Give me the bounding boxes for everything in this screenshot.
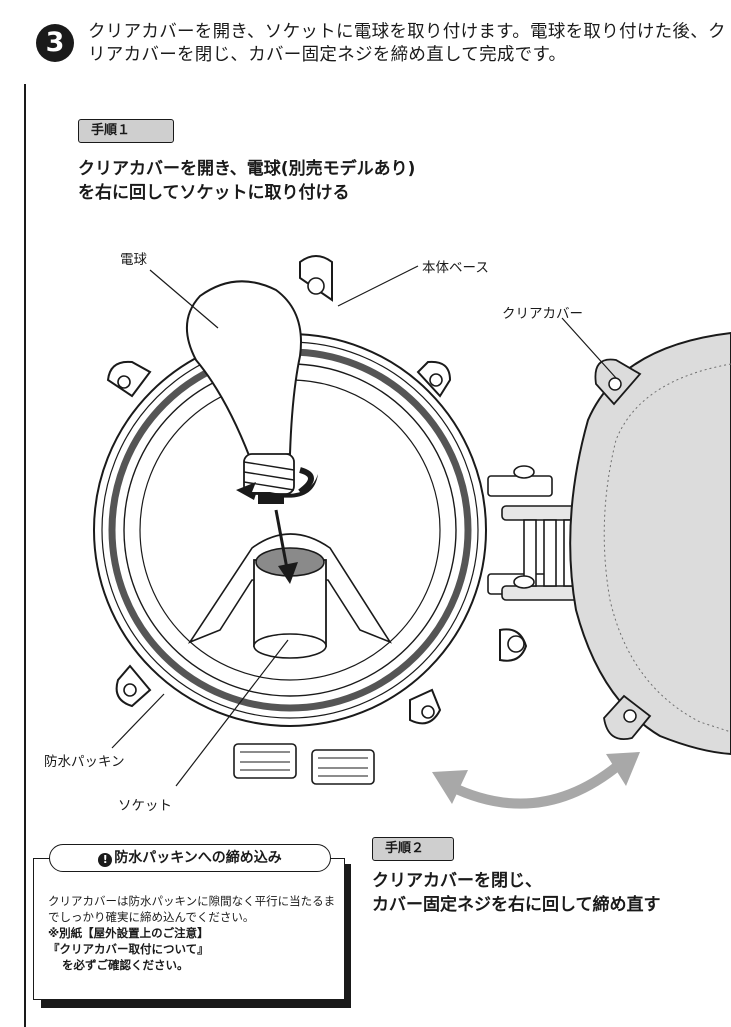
bulb-label: 電球 [120, 252, 147, 268]
note-body: クリアカバーは防水パッキンに隙間なく平行に当たるまでしっかり確実に締め込んでくだ… [48, 893, 338, 973]
rotate-right-arrow-body [298, 467, 314, 495]
packing-label: 防水パッキン [44, 754, 125, 770]
clear-cover [569, 331, 731, 756]
base-label: 本体ベース [422, 260, 489, 276]
exclamation-icon: ! [98, 853, 113, 867]
cover-label: クリアカバー [502, 306, 583, 322]
cable-glands [233, 743, 375, 785]
insert-down-arrowhead [278, 562, 298, 584]
socket [253, 547, 327, 659]
procedure-1-heading: クリアカバーを開き、電球(別売モデルあり) を右に回してソケットに取り付ける [78, 157, 538, 205]
insert-down-arrow [274, 509, 290, 575]
rotate-right-arrow [236, 474, 318, 500]
caution-note: クリアカバーは防水パッキンに隙間なく平行に当たるまでしっかり確実に締め込んでくだ… [33, 844, 351, 1008]
swing-arrow-head-right [606, 752, 640, 786]
swing-arrow [447, 760, 624, 809]
note-reference-2: 『クリアカバー取付について』 [48, 942, 209, 956]
procedure-2-tag: 手順２ [372, 837, 454, 861]
note-reference-1: ※別紙【屋外設置上のご注意】 [48, 926, 209, 940]
procedure-1-line-2: を右に回してソケットに取り付ける [78, 183, 350, 203]
step-description: クリアカバーを開き、ソケットに電球を取り付けます。電球を取り付けた後、クリアカバ… [88, 22, 726, 65]
note-reference-3: を必ずご確認ください。 [62, 958, 189, 972]
socket-label: ソケット [118, 798, 172, 814]
page-border-line [24, 84, 26, 1027]
note-box: クリアカバーは防水パッキンに隙間なく平行に当たるまでしっかり確実に締め込んでくだ… [33, 858, 345, 1000]
note-title: !防水パッキンへの締め込み [49, 844, 331, 872]
swing-arrow-head-left [432, 770, 468, 804]
procedure-1-tag: 手順１ [78, 119, 174, 143]
screw-holes [117, 277, 525, 719]
procedure-2-line-1: クリアカバーを閉じ、 [372, 871, 542, 891]
note-text: クリアカバーは防水パッキンに隙間なく平行に当たるまでしっかり確実に締め込んでくだ… [48, 894, 336, 924]
procedure-2-line-2: カバー固定ネジを右に回して締め直す [372, 895, 661, 915]
leader-lines [111, 265, 617, 787]
step-number-badge: 3 [36, 24, 74, 62]
procedure-2-heading: クリアカバーを閉じ、 カバー固定ネジを右に回して締め直す [372, 869, 731, 917]
procedure-1-line-1: クリアカバーを開き、電球(別売モデルあり) [78, 159, 416, 179]
note-title-text: 防水パッキンへの締め込み [114, 850, 282, 866]
